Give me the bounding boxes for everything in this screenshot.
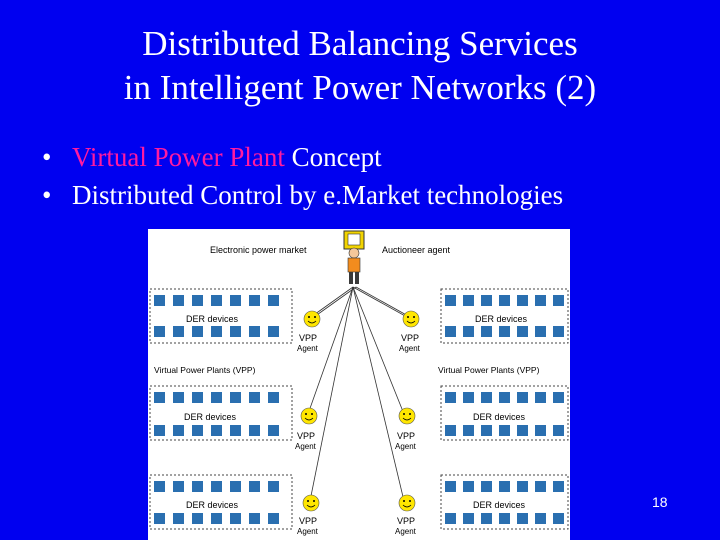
agent-label: Agent [295, 442, 317, 451]
agent-label: Agent [297, 527, 319, 536]
smiley-icon [398, 494, 416, 512]
vpp-agent-right-1: VPP Agent [399, 310, 421, 353]
bullet-glyph: • [42, 180, 52, 210]
vpp-label: VPP [299, 516, 317, 526]
der-block-left-2: DER devices [149, 385, 293, 441]
vpp-agent-right-2: VPP Agent [395, 407, 417, 451]
slide-title: Distributed Balancing Services in Intell… [0, 22, 720, 110]
der-block-left-3: DER devices [149, 474, 293, 530]
connection-lines [307, 286, 411, 502]
smiley-icon [303, 310, 321, 328]
agent-label: Agent [399, 344, 421, 353]
der-device-icons [445, 392, 564, 436]
link-line [313, 286, 357, 318]
der-device-icons [445, 295, 564, 337]
der-devices-label: DER devices [473, 412, 526, 422]
vpp-agent-right-3: VPP Agent [395, 494, 417, 536]
der-device-icons [154, 481, 279, 524]
der-devices-label: DER devices [473, 500, 526, 510]
link-line [307, 286, 354, 415]
der-devices-label: DER devices [186, 500, 239, 510]
agent-label: Agent [395, 442, 417, 451]
bullet-2-text: Distributed Control by e.Market technolo… [72, 180, 564, 210]
bullet-list: • Virtual Power Plant Concept • Distribute… [42, 138, 563, 214]
vpp-label: VPP [297, 431, 315, 441]
auctioneer-agent-icon [343, 230, 365, 284]
slide-number: 18 [652, 494, 668, 510]
vpp-label: VPP [401, 333, 419, 343]
agent-label: Agent [395, 527, 417, 536]
vpp-agent-left-2: VPP Agent [295, 407, 318, 451]
vpp-label: VPP [397, 431, 415, 441]
smiley-icon [302, 494, 320, 512]
agent-label: Agent [297, 344, 319, 353]
link-line [352, 286, 405, 502]
bullet-item-distributed-control: • Distributed Control by e.Market technol… [42, 176, 563, 214]
der-devices-label: DER devices [186, 314, 239, 324]
vpp-agent-left-1: VPP Agent [297, 310, 321, 353]
der-block-right-1: DER devices [440, 288, 569, 344]
vpp-group-label-left: Virtual Power Plants (VPP) [154, 365, 256, 375]
vpp-architecture-diagram: Electronic power market Auctioneer agent… [148, 229, 570, 540]
market-label: Electronic power market [210, 245, 307, 255]
vpp-group-label-right: Virtual Power Plants (VPP) [438, 365, 540, 375]
der-block-right-3: DER devices [440, 474, 569, 530]
link-line [310, 286, 354, 318]
diagram-canvas: Electronic power market Auctioneer agent… [149, 230, 569, 536]
link-line [309, 286, 354, 502]
title-line-1: Distributed Balancing Services [142, 24, 578, 63]
link-line [355, 286, 411, 318]
der-device-icons [154, 392, 279, 436]
link-line [352, 286, 405, 415]
der-device-icons [154, 295, 279, 337]
smiley-icon [402, 310, 420, 328]
bullet-item-vpp-concept: • Virtual Power Plant Concept [42, 138, 563, 176]
smiley-icon [300, 407, 318, 425]
der-devices-label: DER devices [184, 412, 237, 422]
smiley-icon [398, 407, 416, 425]
der-device-icons [445, 481, 564, 524]
auctioneer-label: Auctioneer agent [382, 245, 451, 255]
vpp-highlight-text: Virtual Power Plant [72, 142, 285, 172]
der-block-right-2: DER devices [440, 385, 569, 441]
vpp-label: VPP [299, 333, 317, 343]
title-line-2: in Intelligent Power Networks (2) [123, 68, 597, 107]
der-block-left-1: DER devices [149, 288, 293, 344]
vpp-label: VPP [397, 516, 415, 526]
vpp-agent-left-3: VPP Agent [297, 494, 320, 536]
bullet-1-rest: Concept [284, 142, 382, 172]
bullet-glyph: • [42, 142, 52, 172]
link-line [352, 286, 408, 318]
der-devices-label: DER devices [475, 314, 528, 324]
